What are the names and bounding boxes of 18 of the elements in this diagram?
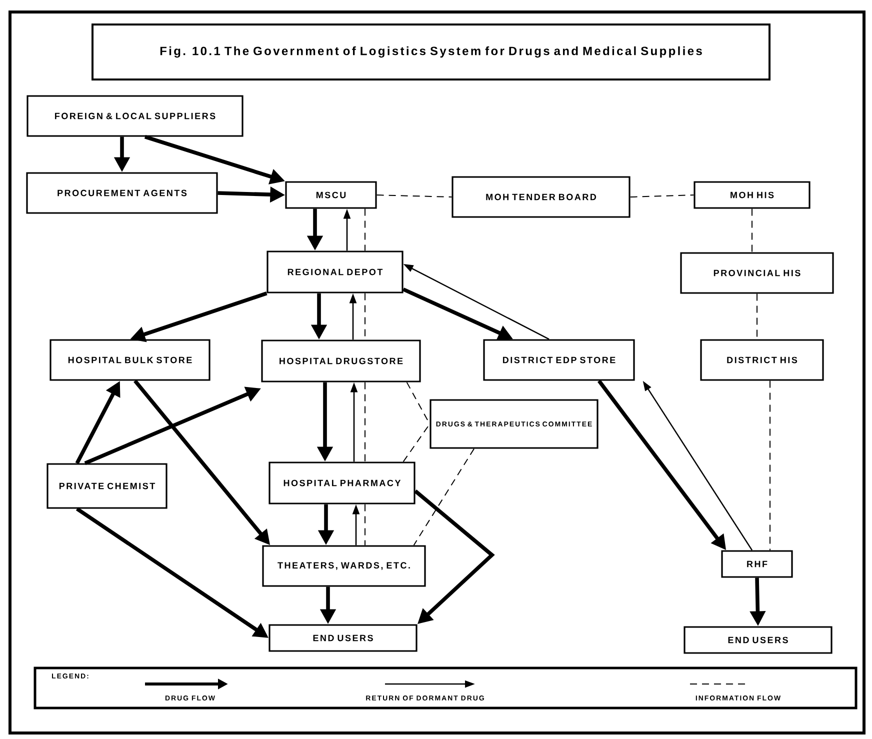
process-box: PROVINCIAL HIS xyxy=(680,252,834,294)
process-box: MSCU xyxy=(285,181,377,209)
process-box: THEATERS, WARDS, ETC. xyxy=(262,545,426,587)
process-box: DISTRICT HIS xyxy=(700,339,824,381)
process-box: MOH HIS xyxy=(694,181,810,209)
process-box: HOSPITAL DRUGSTORE xyxy=(261,340,421,382)
process-box: MOH TENDER BOARD xyxy=(452,176,630,218)
process-box: RHF xyxy=(721,550,793,578)
process-box: HOSPITAL PHARMACY xyxy=(268,462,416,504)
process-box: END USERS xyxy=(268,624,418,652)
process-box: END USERS xyxy=(684,626,832,654)
process-box: FOREIGN & LOCAL SUPPLIERS xyxy=(26,95,244,137)
process-box: HOSPITAL BULK STORE xyxy=(50,339,210,381)
process-box: DISTRICT EDP STORE xyxy=(483,339,635,381)
process-box: PROCUREMENT AGENTS xyxy=(26,172,218,214)
process-box: REGIONAL DEPOT xyxy=(266,250,404,294)
process-box: PRIVATE CHEMIST xyxy=(46,463,168,509)
title-box: Fig. 10.1 The Government of Logistics System for Drugs and Medical Supplies xyxy=(92,24,770,80)
